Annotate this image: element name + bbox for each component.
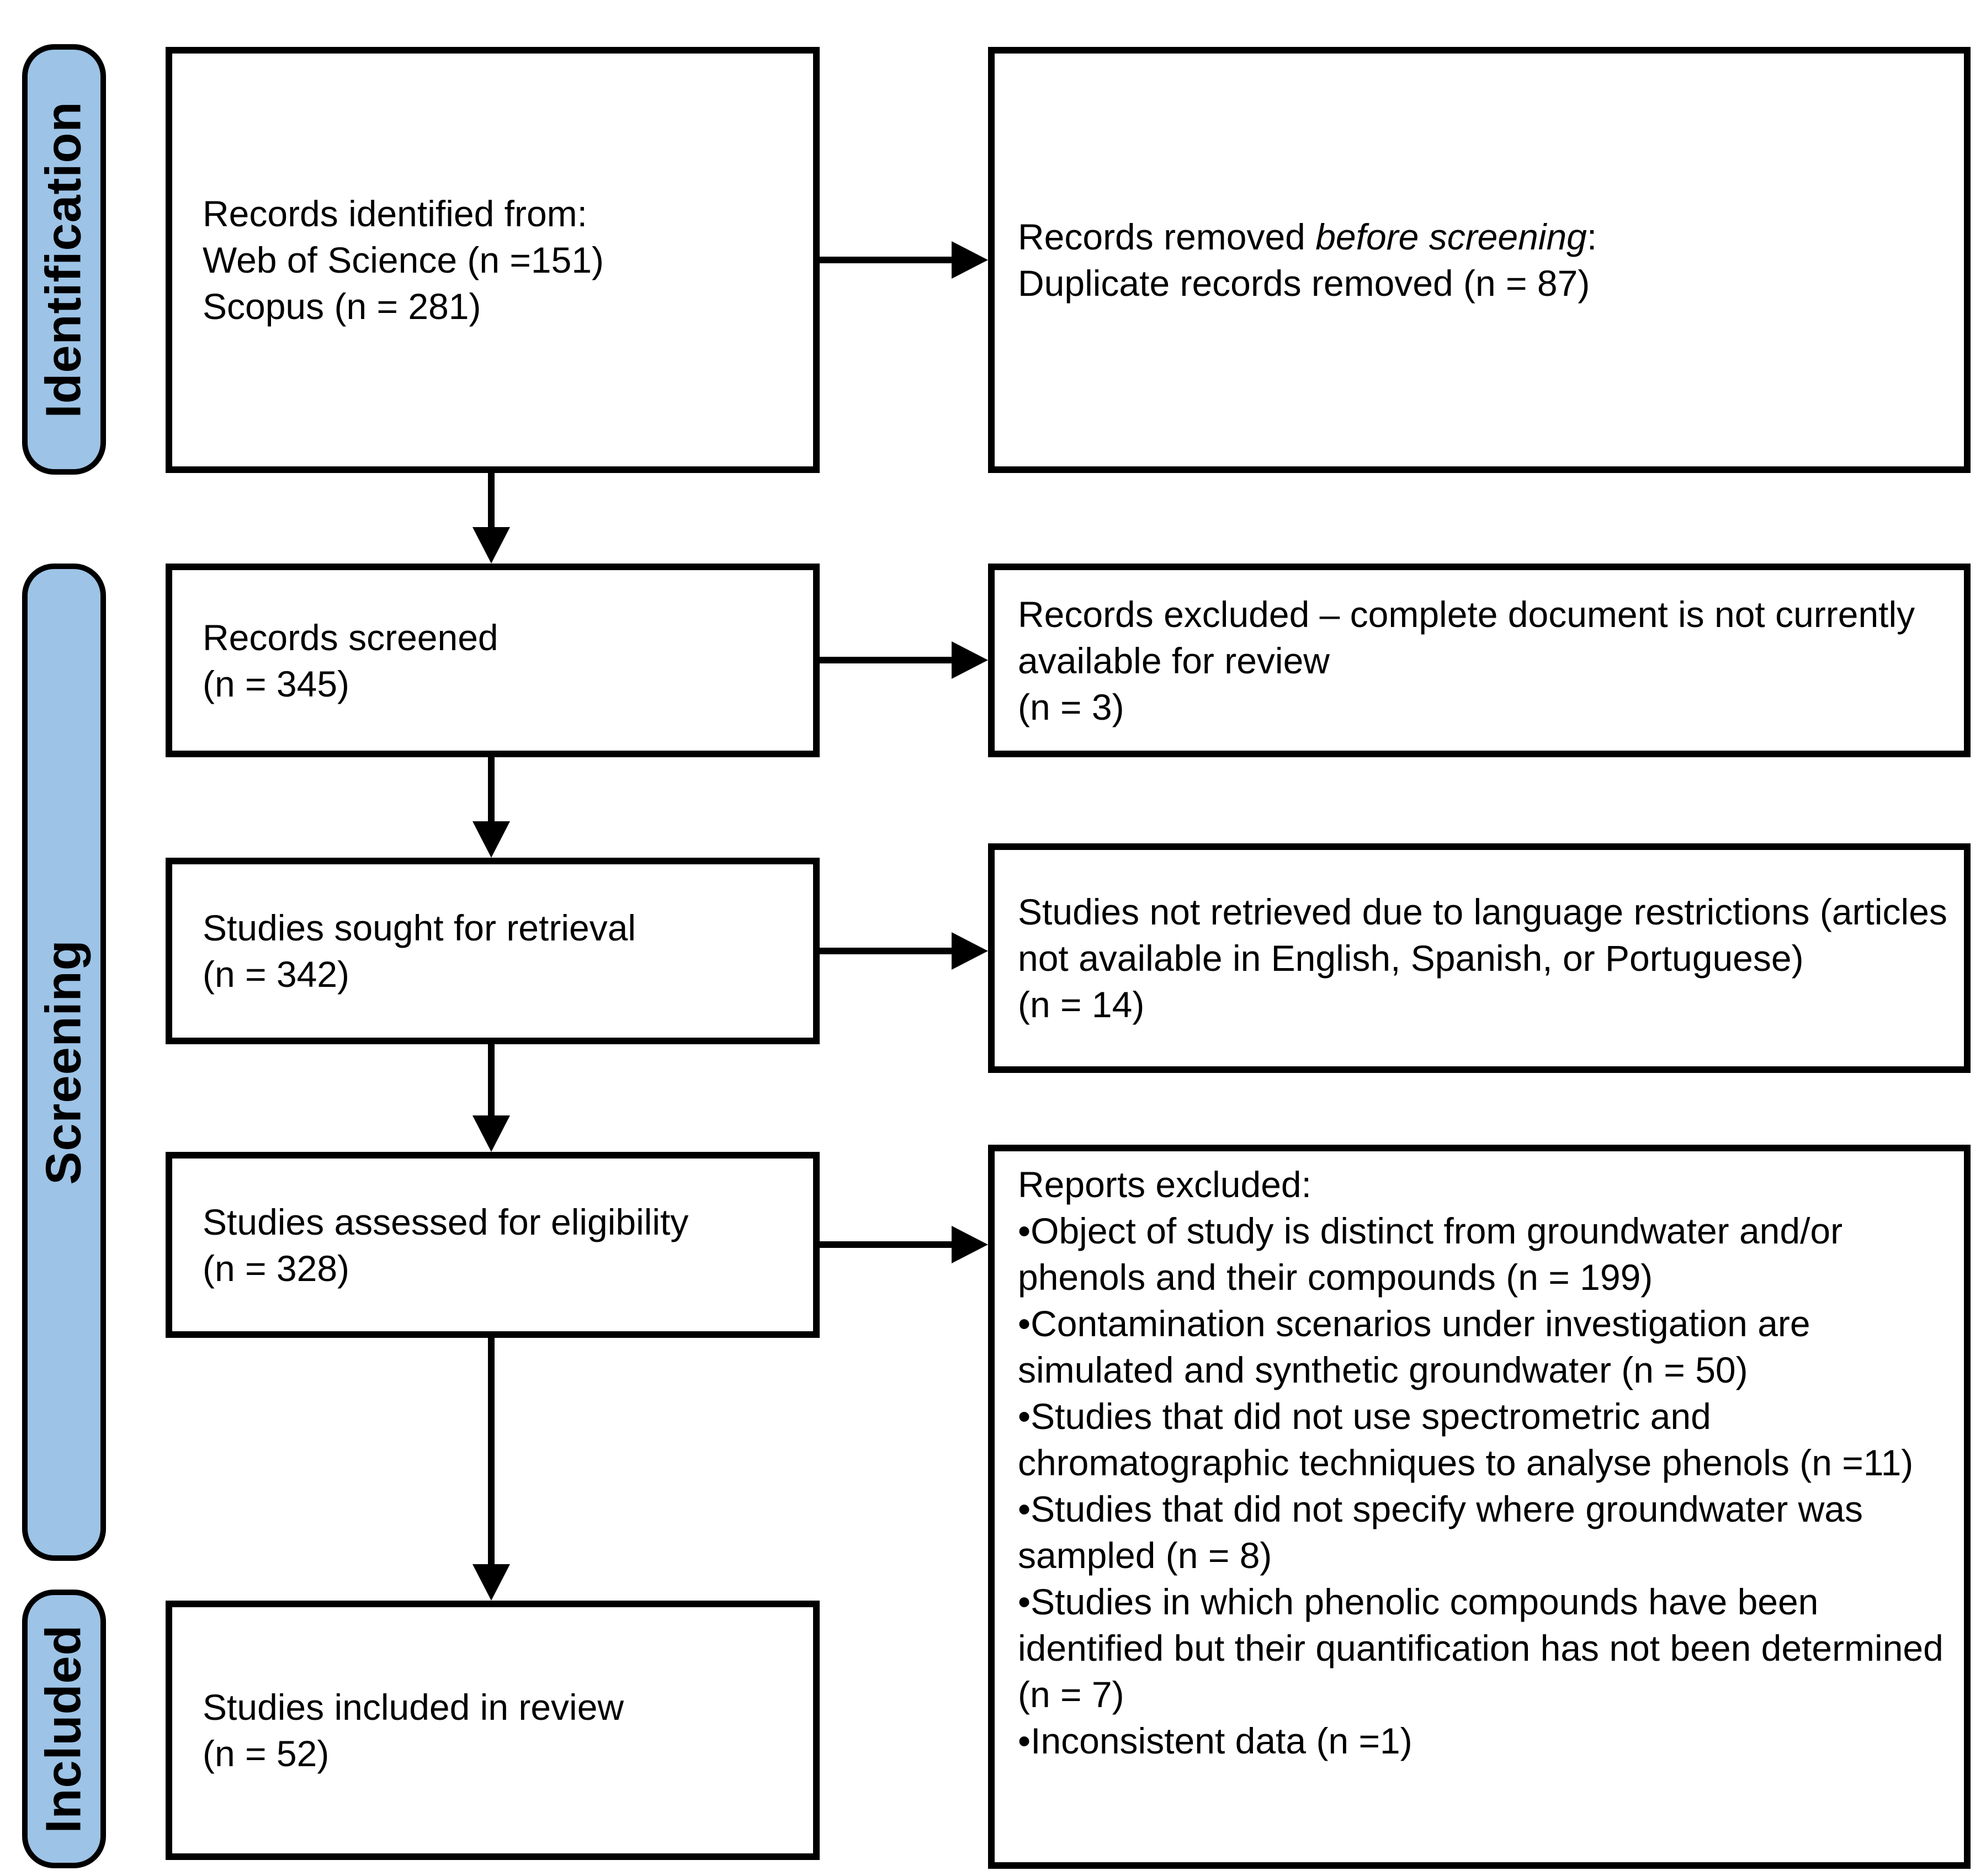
arrowhead bbox=[952, 1226, 988, 1263]
box-text-line: Studies sought for retrieval bbox=[203, 907, 636, 948]
stage-included: Included bbox=[22, 1590, 106, 1868]
box-text-line: Records removed before screening: bbox=[1018, 214, 1947, 260]
box-text-line: Records identified from: bbox=[203, 193, 587, 234]
box-records-removed: Records removed before screening: Duplic… bbox=[988, 47, 1971, 473]
box-text-line: (n = 3) bbox=[1018, 686, 1124, 727]
stage-included-label: Included bbox=[36, 1624, 92, 1834]
stage-identification-label: Identification bbox=[36, 101, 92, 418]
records-removed-prefix: Records removed bbox=[1018, 216, 1316, 257]
box-text-line: (n = 342) bbox=[203, 954, 349, 995]
box-text-line: Records excluded – complete document is … bbox=[1018, 593, 1915, 681]
box-studies-assessed: Studies assessed for eligibility (n = 32… bbox=[166, 1152, 820, 1338]
arrowhead bbox=[952, 241, 988, 279]
stage-identification: Identification bbox=[22, 44, 106, 475]
records-removed-italic: before screening bbox=[1315, 216, 1587, 257]
reports-excluded-bullet: •Contamination scenarios under investiga… bbox=[1018, 1303, 1810, 1390]
box-records-excluded: Records excluded – complete document is … bbox=[988, 564, 1971, 757]
reports-excluded-bullet: •Studies in which phenolic compounds hav… bbox=[1018, 1581, 1943, 1715]
reports-excluded-heading: Reports excluded: bbox=[1018, 1164, 1311, 1205]
box-text-line: Scopus (n = 281) bbox=[203, 286, 481, 327]
reports-excluded-bullet: •Inconsistent data (n =1) bbox=[1018, 1720, 1412, 1761]
arrowhead bbox=[472, 1115, 510, 1152]
reports-excluded-bullet: •Studies that did not use spectrometric … bbox=[1018, 1396, 1914, 1483]
reports-excluded-bullet: •Object of study is distinct from ground… bbox=[1018, 1210, 1843, 1298]
box-text-line: (n = 345) bbox=[203, 663, 349, 704]
box-text-line: Records screened bbox=[203, 617, 498, 658]
arrowhead bbox=[952, 641, 988, 679]
records-removed-suffix: : bbox=[1586, 216, 1597, 257]
arrowhead bbox=[472, 821, 510, 858]
box-reports-excluded: Reports excluded: •Object of study is di… bbox=[988, 1145, 1971, 1869]
reports-excluded-bullet: •Studies that did not specify where grou… bbox=[1018, 1489, 1863, 1576]
box-text-line: (n = 14) bbox=[1018, 984, 1145, 1025]
box-studies-sought: Studies sought for retrieval (n = 342) bbox=[166, 858, 820, 1044]
box-studies-included: Studies included in review (n = 52) bbox=[166, 1601, 820, 1860]
box-text-line: Studies not retrieved due to language re… bbox=[1018, 891, 1947, 979]
box-records-identified: Records identified from: Web of Science … bbox=[166, 47, 820, 473]
box-text-line: Web of Science (n =151) bbox=[203, 240, 604, 280]
box-text-line: (n = 328) bbox=[203, 1247, 349, 1289]
box-text-line: (n = 52) bbox=[203, 1733, 330, 1774]
stage-screening-label: Screening bbox=[36, 939, 92, 1185]
box-text-line: Studies included in review bbox=[203, 1687, 624, 1728]
arrowhead bbox=[472, 1564, 510, 1601]
box-text-line: Duplicate records removed (n = 87) bbox=[1018, 263, 1590, 304]
box-records-screened: Records screened (n = 345) bbox=[166, 564, 820, 757]
box-text-line: Studies assessed for eligibility bbox=[203, 1201, 689, 1242]
box-studies-not-retrieved: Studies not retrieved due to language re… bbox=[988, 843, 1971, 1073]
arrowhead bbox=[952, 932, 988, 970]
stage-screening: Screening bbox=[22, 564, 106, 1561]
arrowhead bbox=[472, 527, 510, 564]
